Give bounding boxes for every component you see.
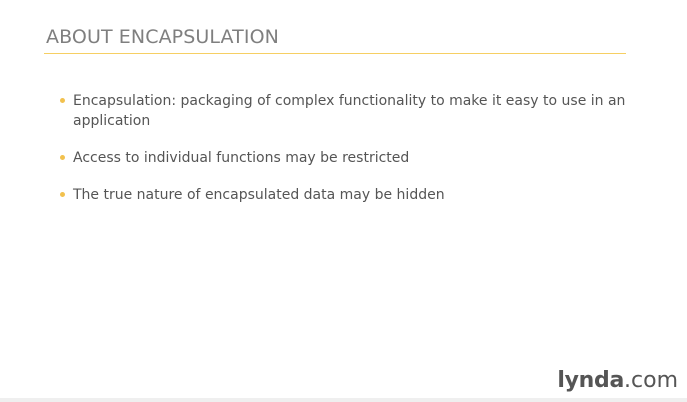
title-underline xyxy=(44,53,626,54)
lynda-logo: lynda.com xyxy=(557,368,678,394)
bullet-dot-icon xyxy=(60,192,65,197)
bullet-text: Encapsulation: packaging of complex func… xyxy=(73,93,626,129)
bottom-strip xyxy=(0,398,687,402)
bullet-text: The true nature of encapsulated data may… xyxy=(73,187,445,203)
bullet-item: Access to individual functions may be re… xyxy=(60,148,640,168)
bullet-dot-icon xyxy=(60,155,65,160)
bullet-text: Access to individual functions may be re… xyxy=(73,150,410,166)
bullet-dot-icon xyxy=(60,98,65,103)
logo-main: lynda xyxy=(557,368,625,393)
logo-suffix: .com xyxy=(624,368,678,393)
bullet-item: The true nature of encapsulated data may… xyxy=(60,185,640,205)
slide-title: ABOUT ENCAPSULATION xyxy=(46,26,279,48)
bullet-list: Encapsulation: packaging of complex func… xyxy=(60,91,640,222)
bullet-item: Encapsulation: packaging of complex func… xyxy=(60,91,640,131)
